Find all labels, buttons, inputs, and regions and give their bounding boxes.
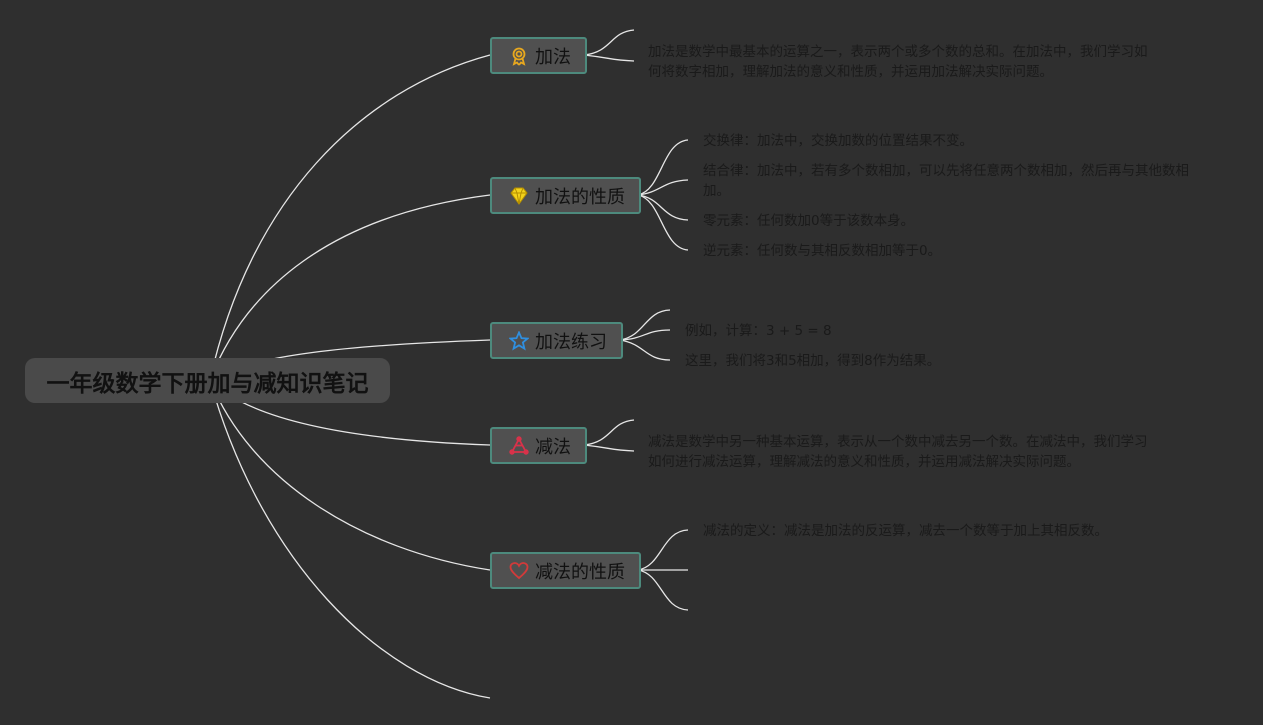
- node-addition-label: 加法: [535, 46, 571, 68]
- addition-property-item: 交换律：加法中，交换加数的位置结果不变。: [703, 133, 973, 149]
- connector-prop-4: [637, 194, 689, 251]
- practice-item: 这里，我们将3和5相加，得到8作为结果。: [685, 353, 941, 369]
- addition-property-item: 结合律：加法中，若有多个数相加，可以先将任意两个数相加，然后再与其他数相加。: [703, 163, 1189, 199]
- connector-addition-top: [583, 29, 635, 56]
- root-topic[interactable]: 一年级数学下册加与减知识笔记: [25, 358, 390, 403]
- addition-note: 加法是数学中最基本的运算之一，表示两个或多个数的总和。在加法中，我们学习如何将数…: [648, 44, 1148, 80]
- connector-prop-2: [637, 179, 689, 196]
- connector-prop-3: [637, 194, 689, 221]
- connector-root-addition-properties: [209, 194, 491, 381]
- addition-property-item: 零元素：任何数加0等于该数本身。: [703, 213, 915, 229]
- node-addition-practice-label: 加法练习: [535, 331, 607, 353]
- connector-subtraction-top: [583, 419, 635, 446]
- connector-subtraction-bottom: [583, 444, 635, 452]
- subtraction-property-item: 减法的定义：减法是加法的反运算，减去一个数等于加上其相反数。: [703, 523, 1108, 539]
- connector-prop-1: [637, 139, 689, 196]
- subtraction-note: 减法是数学中另一种基本运算，表示从一个数中减去另一个数。在减法中，我们学习如何进…: [648, 434, 1148, 470]
- node-addition[interactable]: 加法: [490, 37, 587, 74]
- node-subtraction-label: 减法: [535, 436, 571, 458]
- root-title: 一年级数学下册加与减知识笔记: [46, 370, 369, 397]
- practice-item: 例如，计算：3 + 5 = 8: [685, 323, 832, 339]
- diamond-icon: [509, 186, 529, 206]
- triangle-network-icon: [509, 435, 529, 456]
- connector-root-subtraction-properties: [209, 379, 491, 571]
- node-subtraction-properties[interactable]: 减法的性质: [490, 552, 641, 589]
- connector-subprop-3: [637, 569, 689, 611]
- node-addition-properties[interactable]: 加法的性质: [490, 177, 641, 214]
- ribbon-medal-icon: [509, 46, 529, 66]
- connector-practice-2: [619, 329, 671, 341]
- connector-subprop-1: [637, 529, 689, 571]
- node-subtraction-properties-label: 减法的性质: [535, 561, 625, 583]
- addition-property-item: 逆元素：任何数与其相反数相加等于0。: [703, 243, 942, 259]
- star-icon: [508, 329, 530, 351]
- heart-icon: [509, 561, 529, 581]
- connector-root-addition: [209, 54, 491, 381]
- node-addition-practice[interactable]: 加法练习: [490, 322, 623, 359]
- node-addition-properties-label: 加法的性质: [535, 186, 625, 208]
- connector-root-extra: [209, 379, 491, 699]
- node-subtraction[interactable]: 减法: [490, 427, 587, 464]
- connector-practice-1: [619, 309, 671, 341]
- connector-practice-3: [619, 339, 671, 361]
- connector-addition-bottom: [583, 54, 635, 62]
